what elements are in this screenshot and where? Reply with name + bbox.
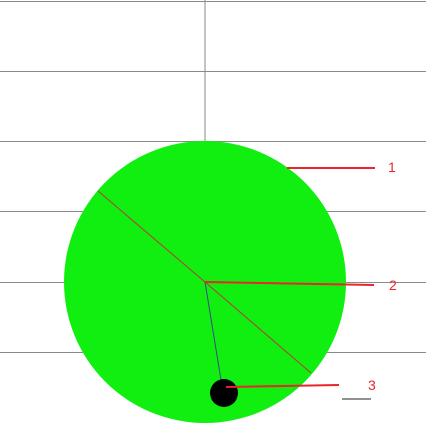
callout-3-leader [225, 384, 340, 388]
callout-label-1: 1 [388, 159, 396, 175]
callout-label-3: 3 [368, 377, 376, 393]
callout-2-leader [204, 281, 375, 286]
radius-line-lower-right [204, 281, 312, 374]
pendulum-string [204, 281, 223, 387]
radius-line-upper-left [97, 190, 206, 283]
black-ball [210, 379, 238, 407]
callout-label-2: 2 [389, 277, 397, 293]
